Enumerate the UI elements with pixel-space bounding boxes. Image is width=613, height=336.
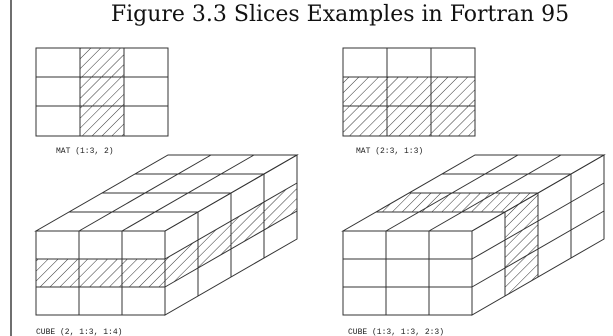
cube-row-slice: CUBE (2, 1:3, 1:4)	[34, 154, 299, 336]
caption-cube-block: CUBE (1:3, 1:3, 2:3)	[348, 328, 444, 336]
caption-cube-row: CUBE (2, 1:3, 1:4)	[36, 328, 122, 336]
caption-mat-column: MAT (1:3, 2)	[56, 147, 114, 156]
figure-title: Figure 3.3 Slices Examples in Fortran 95	[110, 2, 570, 27]
matrix-column-slice: MAT (1:3, 2)	[35, 47, 169, 156]
matrix-rows-slice: MAT (2:3, 1:3)	[342, 47, 476, 156]
caption-mat-rows: MAT (2:3, 1:3)	[356, 147, 423, 156]
page-margin-rule	[10, 0, 12, 336]
cube-block-slice: CUBE (1:3, 1:3, 2:3)	[341, 154, 606, 336]
